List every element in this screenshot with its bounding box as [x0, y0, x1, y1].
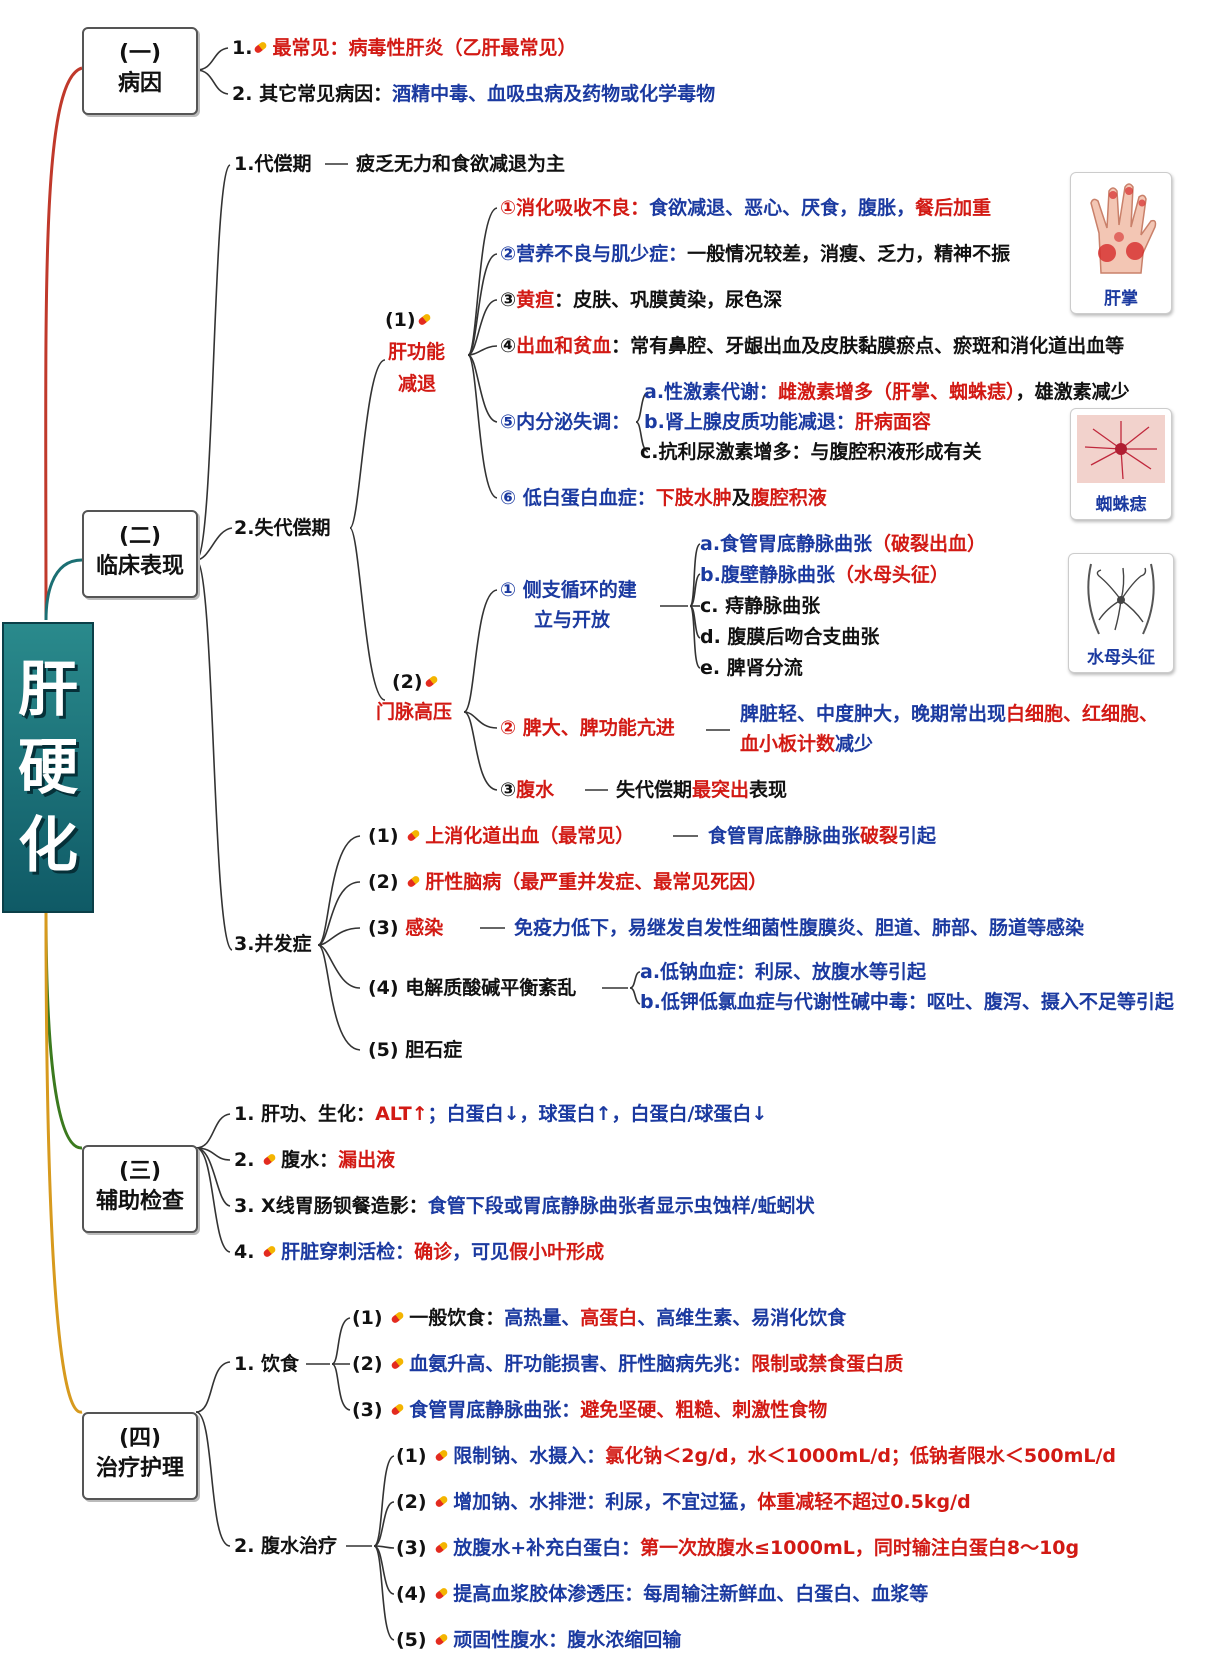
section-etiology: (一) 病因: [82, 27, 198, 115]
treatment-ascites: 2. 腹水治疗: [234, 1535, 338, 1557]
etiology-item-2: 2. 其它常见病因：酒精中毒、血吸虫病及药物或化学毒物: [232, 83, 716, 105]
complication-3: (3) 感染: [368, 917, 444, 939]
collateral-e: e. 脾肾分流: [700, 657, 803, 679]
collateral-d: d. 腹膜后吻合支曲张: [700, 626, 880, 648]
complication-3-desc: 免疫力低下，易继发自发性细菌性腹膜炎、胆道、肺部、肠道等感染: [514, 917, 1085, 939]
title-char-2: 硬: [18, 732, 78, 803]
pill-icon: [416, 312, 432, 326]
section-name: 治疗护理: [95, 1456, 184, 1481]
section-name: 辅助检查: [95, 1189, 184, 1214]
diet-3: (3) 食管胃底静脉曲张：避免坚硬、粗糙、刺激性食物: [352, 1399, 828, 1421]
spider-nevus-icon: [1077, 415, 1165, 483]
spider-caption: 蜘蛛痣: [1095, 495, 1147, 515]
liver-func-item-4: ④出血和贫血：常有鼻腔、牙龈出血及皮肤黏膜瘀点、瘀斑和消化道出血等: [500, 335, 1125, 357]
complication-1-desc: 食管胃底静脉曲张破裂引起: [708, 825, 937, 847]
section-number: (一): [118, 41, 162, 66]
diet-1: (1) 一般饮食：高热量、高蛋白、高维生素、易消化饮食: [352, 1307, 847, 1329]
pill-icon: [262, 1152, 277, 1166]
portal-num: (2): [392, 670, 443, 694]
diet-2: (2) 血氨升高、肝功能损害、肝性脑病先兆：限制或禁食蛋白质: [352, 1353, 904, 1375]
etiology-item-1: 1.最常见：病毒性肝炎（乙肝最常见）: [232, 37, 577, 59]
complication-4: (4) 电解质酸碱平衡紊乱: [368, 977, 577, 999]
complication-4a: a.低钠血症：利尿、放腹水等引起: [640, 961, 927, 983]
ascites-3: (3) 放腹水+补充白蛋白：第一次放腹水≤1000mL，同时输注白蛋白8～10g: [396, 1537, 1080, 1559]
splenomegaly-desc-2: 血小板计数减少: [740, 733, 874, 755]
collateral-line-1: ① 侧支循环的建: [500, 579, 637, 601]
exam-3: 3. X线胃肠钡餐造影：食管下段或胃底静脉曲张者显示虫蚀样/蚯蚓状: [234, 1195, 815, 1217]
exam-2: 2. 腹水：漏出液: [234, 1149, 396, 1171]
complications: 3.并发症: [234, 933, 312, 955]
liver-func-item-5: ⑤内分泌失调：: [500, 411, 631, 433]
section-exams: (三) 辅助检查: [82, 1145, 198, 1233]
pill-icon: [423, 674, 439, 688]
section-number: (二): [118, 524, 162, 549]
liver-func-item-3: ③黄疸：皮肤、巩膜黄染，尿色深: [500, 289, 783, 311]
complication-1: (1) 上消化道出血（最常见）: [368, 825, 635, 847]
palm-caption: 肝掌: [1104, 289, 1138, 309]
compensated-stage: 1.代偿期: [234, 153, 312, 175]
pill-icon: [390, 1402, 405, 1416]
medusa-caption: 水母头征: [1087, 648, 1155, 668]
collateral-a: a.食管胃底静脉曲张（破裂出血）: [700, 533, 987, 555]
title-char-3: 化: [18, 810, 78, 881]
main-title: 肝 硬 化: [2, 622, 94, 913]
caput-medusae-icon: [1087, 563, 1155, 635]
compensated-desc: 疲乏无力和食欲减退为主: [356, 153, 566, 175]
exam-1: 1. 肝功、生化：ALT↑；白蛋白↓，球蛋白↑，白蛋白/球蛋白↓: [234, 1103, 768, 1125]
pill-icon: [262, 1244, 277, 1258]
exam-4: 4. 肝脏穿刺活检：确诊，可见假小叶形成: [234, 1241, 605, 1263]
collateral-c: c. 痔静脉曲张: [700, 595, 821, 617]
section-clinical: (二) 临床表现: [82, 510, 198, 598]
liver-func-item-2: ②营养不良与肌少症：一般情况较差，消瘦、乏力，精神不振: [500, 243, 1011, 265]
pill-icon: [434, 1494, 449, 1508]
medusa-image: 水母头征: [1068, 553, 1174, 673]
complication-4b: b.低钾低氯血症与代谢性碱中毒：呕吐、腹泻、摄入不足等引起: [640, 991, 1174, 1013]
endocrine-adrenal: b.肾上腺皮质功能减退：肝病面容: [644, 411, 931, 433]
collateral-b: b.腹壁静脉曲张（水母头征）: [700, 564, 949, 586]
pill-icon: [434, 1586, 449, 1600]
complication-5: (5) 胆石症: [368, 1039, 463, 1061]
ascites-item: ③腹水: [500, 779, 555, 801]
palm-image: 肝掌: [1070, 172, 1172, 314]
endocrine-adh: c.抗利尿激素增多：与腹腔积液形成有关: [640, 441, 982, 463]
section-treatment: (四) 治疗护理: [82, 1412, 198, 1500]
ascites-1: (1) 限制钠、水摄入：氯化钠＜2g/d，水＜1000mL/d；低钠者限水＜50…: [396, 1445, 1117, 1467]
liver-func-label-2: 减退: [398, 373, 437, 395]
section-name: 病因: [117, 71, 162, 96]
pill-icon: [390, 1356, 405, 1370]
pill-icon: [406, 874, 421, 888]
palm-icon: [1090, 183, 1157, 274]
pill-icon: [434, 1632, 449, 1646]
pill-icon: [434, 1448, 449, 1462]
liver-func-item-6: ⑥ 低白蛋白血症：下肢水肿及腹腔积液: [500, 487, 827, 509]
liver-func-label-1: 肝功能: [388, 341, 446, 363]
portal-label: 门脉高压: [376, 701, 453, 723]
pill-icon: [434, 1540, 449, 1554]
section-number: (三): [118, 1159, 162, 1184]
pill-icon: [390, 1310, 405, 1324]
liver-func-item-1: ①消化吸收不良：食欲减退、恶心、厌食，腹胀，餐后加重: [500, 197, 992, 219]
pill-icon: [253, 40, 269, 54]
section-name: 临床表现: [95, 554, 184, 579]
ascites-desc: 失代偿期最突出表现: [616, 779, 788, 801]
decompensated-stage: 2.失代偿期: [234, 517, 331, 539]
ascites-5: (5) 顽固性腹水：腹水浓缩回输: [396, 1629, 682, 1651]
ascites-4: (4) 提高血浆胶体渗透压：每周输注新鲜血、白蛋白、血浆等: [396, 1583, 929, 1605]
collateral-line-2: 立与开放: [534, 609, 611, 631]
ascites-2: (2) 增加钠、水排泄：利尿，不宜过猛，体重减轻不超过0.5kg/d: [396, 1491, 971, 1513]
endocrine-sex-hormone: a.性激素代谢：雌激素增多（肝掌、蜘蛛痣），雄激素减少: [644, 381, 1130, 403]
splenomegaly-desc-1: 脾脏轻、中度肿大，晚期常出现白细胞、红细胞、: [740, 703, 1159, 725]
spider-image: 蜘蛛痣: [1070, 408, 1172, 520]
pill-icon: [406, 828, 421, 842]
liver-func-num: (1): [385, 308, 436, 332]
splenomegaly: ② 脾大、脾功能亢进: [500, 717, 675, 739]
treatment-diet: 1. 饮食: [234, 1353, 300, 1375]
complication-2: (2) 肝性脑病（最严重并发症、最常见死因）: [368, 871, 768, 893]
title-char-1: 肝: [18, 654, 78, 725]
section-number: (四): [118, 1426, 162, 1451]
